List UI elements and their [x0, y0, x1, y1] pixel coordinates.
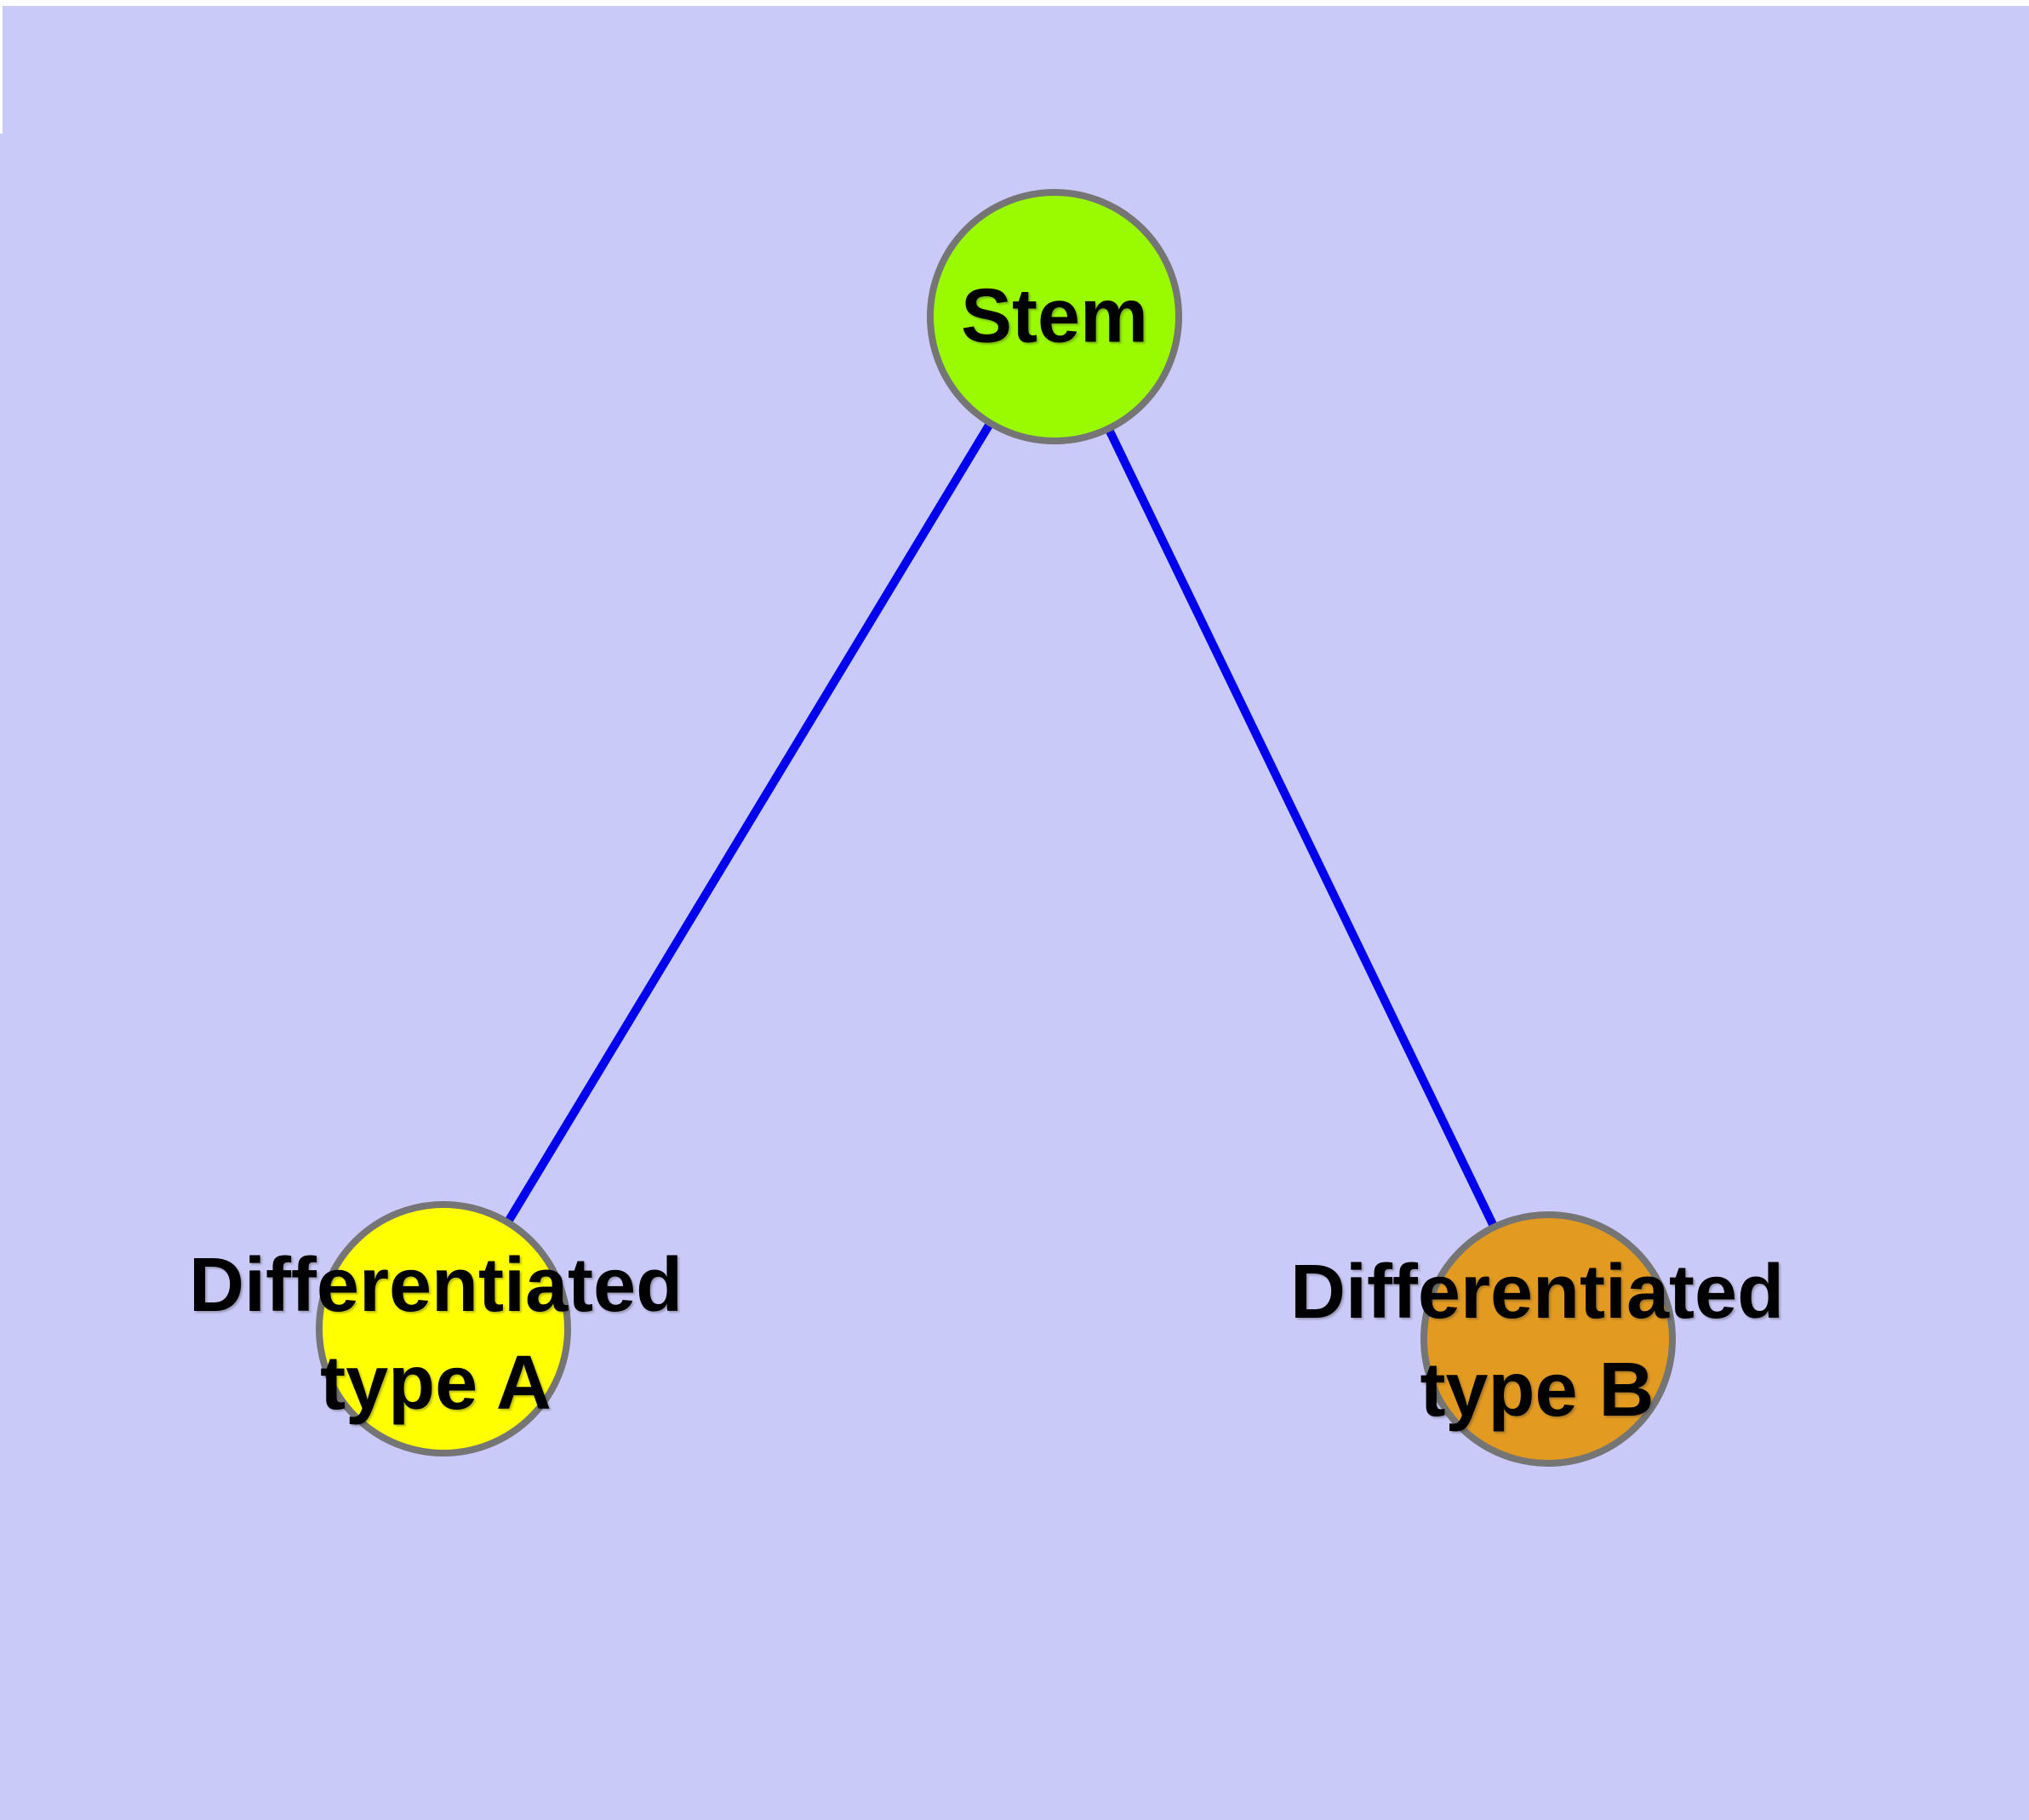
node-differentiated-type-a[interactable] [316, 1201, 571, 1457]
stem-label-text: Stem [960, 273, 1149, 359]
type-b-label-line2: type B [1420, 1348, 1655, 1433]
type-b-node-label: Differentiated type B [1290, 1244, 1784, 1439]
left-edge-sliver [0, 6, 3, 134]
edge-stem-to-type-a [439, 314, 1059, 1331]
edge-stem-to-type-b [1050, 314, 1552, 1342]
type-a-label-line2: type A [320, 1341, 552, 1426]
type-b-label-line1: Differentiated [1289, 1250, 1785, 1335]
type-a-label-line1: Differentiated [188, 1243, 683, 1328]
type-a-node-label: Differentiated type A [189, 1237, 683, 1433]
stem-node-label: Stem [961, 268, 1148, 366]
node-differentiated-type-b[interactable] [1420, 1211, 1676, 1467]
node-stem[interactable] [927, 189, 1182, 444]
